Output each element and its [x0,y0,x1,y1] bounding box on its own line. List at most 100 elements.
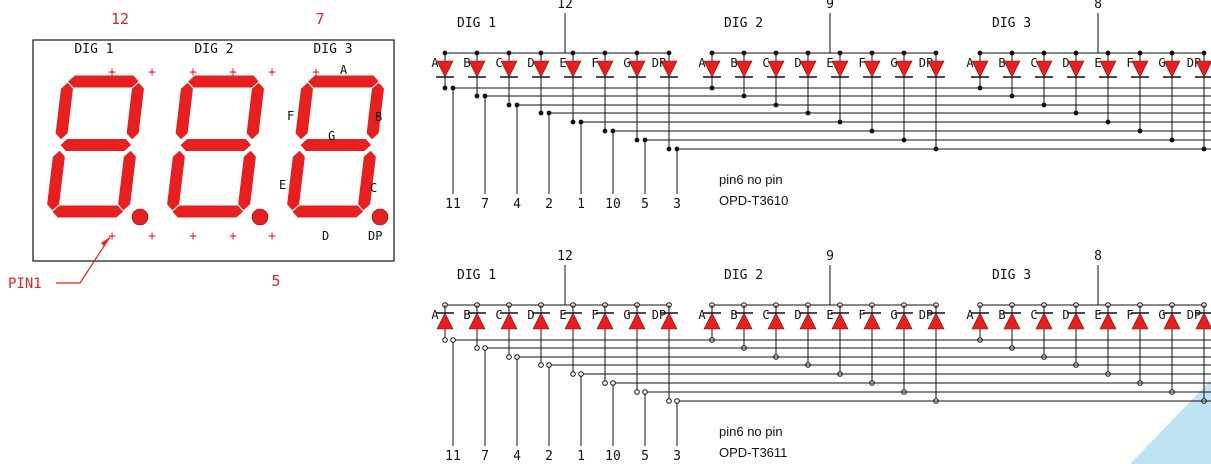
junction-dot [674,146,680,152]
junction-dot [578,119,584,125]
digit3-decimal-point [371,208,389,226]
digit3-segment-g [299,138,373,152]
digit2-segment-a [186,74,261,89]
led-diode [1163,60,1181,78]
schematic-digit-label: DIG 3 [992,16,1031,31]
segment-letter-label: B [463,56,470,70]
part-number-label: OPD-T3611 [719,445,787,460]
junction-dot [442,85,448,91]
led-diode [532,60,550,78]
junction-dot [482,345,488,351]
junction-dot [578,371,584,377]
digit2-segment-e [166,149,186,212]
junction-dot [514,102,520,108]
bottom-pin-number: 1 [577,197,585,212]
bottom-pin-number: 3 [673,449,681,464]
junction-dot [642,137,648,143]
led-diode [468,312,486,330]
junction-dot [514,354,520,360]
led-diode [895,312,913,330]
segment-letter-label: D [527,308,534,322]
plus-mark-bottom: + [189,229,197,244]
segment-letter-label: C [1030,56,1037,70]
led-diode [468,60,486,78]
led-diode [564,312,582,330]
segment-letter-label: G [623,56,630,70]
segment-letter-label: B [730,56,737,70]
segment-label-e: E [279,178,286,192]
segment-letter-label: DP [652,56,666,70]
segment-label-dp: DP [368,229,382,243]
top-pin-12-label: 12 [111,10,129,28]
no-pin-note: pin6 no pin [719,172,783,187]
segment-letter-label: C [495,308,502,322]
plus-mark-bottom: + [148,229,156,244]
led-diode [831,60,849,78]
led-diode [1131,312,1149,330]
bottom-pin-number: 1 [577,449,585,464]
pin-plus-marks: +++++++++++ [108,65,320,244]
led-diode [1035,312,1053,330]
junction-dot [506,102,512,108]
led-diode [500,60,518,78]
digit2-segment-d [171,204,245,219]
bottom-pin-5-label: 5 [271,272,280,290]
digit1-segment-g [59,138,133,152]
segment-letter-label: F [1126,308,1133,322]
junction-dot [506,354,512,360]
schematic-digit-label: DIG 2 [724,268,763,283]
led-diode [895,60,913,78]
led-diode [767,312,785,330]
junction-dot [634,137,640,143]
junction-dot [546,362,552,368]
segment-letter-label: DP [1187,308,1201,322]
segment-letter-label: DP [652,308,666,322]
seven-segment-digits [46,74,389,226]
segment-letter-label: A [966,56,974,70]
junction-dot [442,337,448,343]
junction-dot [602,128,608,134]
led-diode [660,60,678,78]
common-pin-label: 8 [1094,249,1102,264]
segment-label-f: F [287,109,294,123]
pin1-label: PIN1 [8,276,42,292]
led-diode [767,60,785,78]
segment-letter-label: E [826,308,833,322]
segment-letter-label: G [623,308,630,322]
led-diode [1003,312,1021,330]
led-diode [1195,60,1211,78]
no-pin-note: pin6 no pin [719,424,783,439]
junction-dot [602,380,608,386]
bottom-pin-number: 4 [513,449,521,464]
junction-dot [642,389,648,395]
segment-label-d: D [322,229,329,243]
display-body-rect [32,39,395,262]
led-diode [564,60,582,78]
junction-dot [610,128,616,134]
digit3-segment-b [365,81,386,141]
common-pin-label: 9 [826,0,834,12]
segment-letter-label: D [1062,308,1069,322]
common-pin-label: 9 [826,249,834,264]
segment-letter-label: F [1126,56,1133,70]
bottom-pin-number: 10 [605,449,621,464]
digit1-segment-c [117,149,137,212]
pin1-arrow [56,236,111,284]
segment-letter-label: E [1094,308,1101,322]
digit1-segment-f [54,81,75,141]
junction-dot [546,110,552,116]
segment-letter-label: F [591,308,598,322]
segment-letter-label: C [762,308,769,322]
digit3-segment-e [286,149,306,212]
led-diode [436,60,454,78]
digit2-segment-c [237,149,257,212]
digit1-segment-e [46,149,66,212]
segment-letter-label: A [966,308,974,322]
led-diode [863,312,881,330]
segment-letter-label: DP [1187,56,1201,70]
junction-dot [674,398,680,404]
segment-letter-label: G [1158,308,1165,322]
junction-dot [666,398,672,404]
segment-letter-label: D [527,56,534,70]
